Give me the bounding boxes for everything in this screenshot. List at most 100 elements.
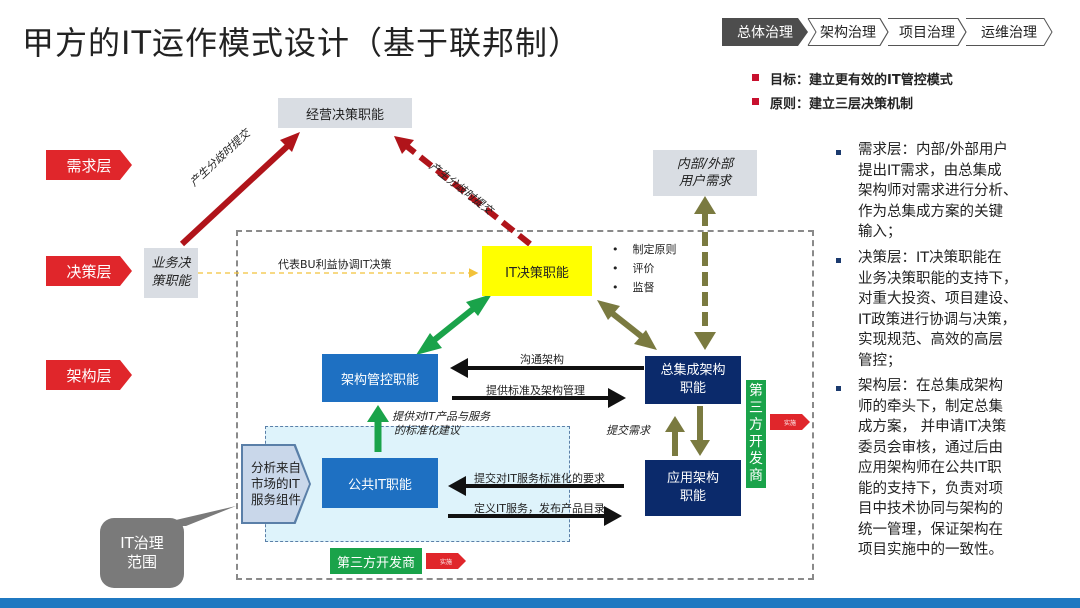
label-submit-demand: 提交需求 — [606, 424, 650, 437]
integration-arch-box: 总集成架构 职能 — [645, 356, 741, 404]
bottom-accent-bar — [0, 598, 1080, 608]
label-provide-it: 提供对IT产品与服务 的标准化建议 — [392, 410, 490, 438]
public-it-box: 公共IT职能 — [322, 458, 438, 508]
sidebar-item-architecture: 架构层：在总集成架构 师的牵头下，制定总集 成方案， 并申请IT决策 委员会审核… — [858, 376, 1006, 561]
sidebar-item-decision: 决策层：IT决策职能在 业务决策职能的支持下， 对重大投资、项目建设、 IT政策… — [858, 248, 1018, 371]
internal-external-line2: 用户需求 — [678, 174, 731, 189]
breadcrumb-outline — [807, 18, 1053, 46]
third-party-char: 发 — [749, 451, 763, 467]
principle-text: 原则：建立三层决策机制 — [770, 97, 914, 112]
duty-label: 评价 — [632, 262, 655, 275]
duty-bullet-icon: • — [612, 262, 619, 275]
arrow-submit-std-requirement — [448, 476, 624, 496]
app-arch-box: 应用架构 职能 — [645, 460, 741, 516]
market-analysis-line3: 服务组件 — [251, 492, 302, 507]
sidebar-line: 成方案， 并申请IT决策 — [858, 419, 1007, 435]
integration-arch-line1: 总集成架构 — [660, 363, 726, 378]
label-communicate-arch: 沟通架构 — [520, 353, 564, 366]
arrow-it-decision-integration — [597, 300, 657, 350]
third-party-bottom-box: 第三方开发商 — [330, 548, 422, 574]
arrow-provide-standard — [452, 388, 626, 408]
app-arch-line1: 应用架构 — [666, 471, 719, 486]
sidebar-line: 应用架构师在公共IT职 — [858, 460, 1002, 476]
third-party-char: 开 — [749, 434, 763, 450]
sidebar-item-demand: 需求层：内部/外部用户 提出IT需求，由总集成 架构师对需求进行分析、 作为总集… — [858, 140, 1018, 243]
duty-bullet-icon: • — [612, 243, 619, 256]
it-governance-frame — [236, 230, 814, 580]
arrow-integration-demand — [694, 196, 716, 350]
third-party-char: 三 — [749, 400, 763, 416]
app-arch-line2: 职能 — [679, 489, 706, 504]
internal-external-demand-box: 内部/外部 用户需求 — [653, 150, 757, 196]
sidebar-line: 项目实施中的一致性。 — [858, 542, 1003, 558]
third-party-vertical-red-tag: 实施 — [770, 414, 810, 430]
sidebar-line: 对重大投资、项目建设、 — [858, 291, 1018, 307]
label-submit-std-req: 提交对IT服务标准化的要求 — [474, 472, 605, 485]
arrow-bu-to-business-decision — [179, 132, 300, 247]
market-analysis-box: 分析来自 市场的IT 服务组件 — [243, 446, 309, 522]
it-scope-line1: IT治理 — [120, 534, 164, 552]
business-decision-box: 经营决策职能 — [278, 98, 412, 128]
market-analysis-line1: 分析来自 — [251, 460, 302, 475]
duty-bullet-icon: • — [612, 281, 619, 294]
duty-item: • 制定原则 — [612, 240, 677, 259]
layer-tag-demand: 需求层 — [46, 150, 132, 180]
sidebar-line: 委员会审核，通过后由 — [858, 439, 1003, 456]
page-title: 甲方的IT运作模式设计（基于联邦制） — [22, 24, 581, 62]
sidebar-line: 决策层：IT决策职能在 — [858, 250, 1002, 266]
it-decision-box: IT决策职能 — [482, 246, 592, 296]
arrow-integration-app-arch — [665, 406, 710, 456]
third-party-char: 方 — [749, 417, 763, 433]
arrow-it-to-business-decision — [394, 136, 532, 247]
duty-label: 制定原则 — [632, 243, 677, 256]
goal-bullet-icon — [752, 74, 759, 81]
sidebar-line: 架构师对需求进行分析、 — [858, 183, 1018, 199]
layer-tag-architecture: 架构层 — [46, 360, 132, 390]
third-party-char: 第 — [749, 383, 763, 399]
sidebar-bullet-icon — [836, 386, 841, 391]
sidebar-line: 提出IT需求，由总集成 — [858, 162, 1002, 179]
sidebar-line: 目中技术协同与架构的 — [858, 501, 1003, 517]
arrow-it-decision-arch-control — [416, 294, 492, 355]
arrow-communicate-architecture — [450, 358, 644, 378]
label-bu-to-it: 代表BU利益协调IT决策 — [278, 258, 392, 271]
bu-decision-line2: 策职能 — [151, 274, 191, 289]
breadcrumb-project-governance[interactable]: 项目治理 — [899, 25, 955, 41]
arrow-public-it-to-arch-control — [367, 405, 389, 452]
sidebar-line: 管控； — [858, 352, 902, 369]
third-party-bottom-red-tag: 实施 — [426, 553, 466, 569]
third-party-vertical-box: 第 三 方 开 发 商 — [746, 380, 766, 488]
arrow-define-service — [448, 506, 622, 526]
market-analysis-line2: 市场的IT — [251, 476, 300, 491]
breadcrumb-overall-governance[interactable]: 总体治理 — [722, 18, 808, 46]
sidebar-line: 实现规范、高效的高层 — [858, 332, 1003, 348]
duty-label: 监督 — [632, 281, 655, 294]
label-provide-standard: 提供标准及架构管理 — [486, 384, 585, 397]
third-party-char: 商 — [749, 468, 763, 484]
breadcrumb-operations-governance[interactable]: 运维治理 — [981, 25, 1037, 41]
label-define-service: 定义IT服务，发布产品目录 — [474, 502, 605, 515]
label-provide-it-line1: 提供对IT产品与服务 — [392, 410, 490, 423]
bu-decision-line1: 业务决 — [151, 256, 191, 271]
duty-item: • 监督 — [612, 278, 677, 297]
arch-control-box: 架构管控职能 — [322, 354, 438, 402]
label-provide-it-line2: 的标准化建议 — [394, 424, 460, 437]
sidebar-line: 统一管理，保证架构在 — [858, 521, 1003, 538]
goal-text: 目标：建立更有效的IT管控模式 — [770, 73, 953, 88]
internal-external-line1: 内部/外部 — [676, 157, 734, 172]
sidebar-line: 师的牵头下，制定总集 — [858, 398, 1003, 415]
it-decision-duties: • 制定原则 • 评价 • 监督 — [612, 240, 677, 297]
it-scope-callout: IT治理 范围 — [100, 518, 184, 588]
breadcrumb-architecture-governance[interactable]: 架构治理 — [820, 25, 876, 41]
layer-tag-decision: 决策层 — [46, 256, 132, 286]
sidebar-line: 业务决策职能的支持下， — [858, 270, 1018, 287]
sidebar-line: 能的支持下，负责对项 — [858, 480, 1003, 497]
sidebar-line: 需求层：内部/外部用户 — [858, 142, 1008, 158]
sidebar-line: IT政策进行协调与决策， — [858, 311, 1017, 328]
it-scope-line2: 范围 — [126, 553, 157, 571]
duty-item: • 评价 — [612, 259, 677, 278]
sidebar-line: 输入； — [858, 224, 902, 240]
sidebar-line: 架构层：在总集成架构 — [858, 378, 1003, 394]
sidebar-bullet-icon — [836, 150, 841, 155]
